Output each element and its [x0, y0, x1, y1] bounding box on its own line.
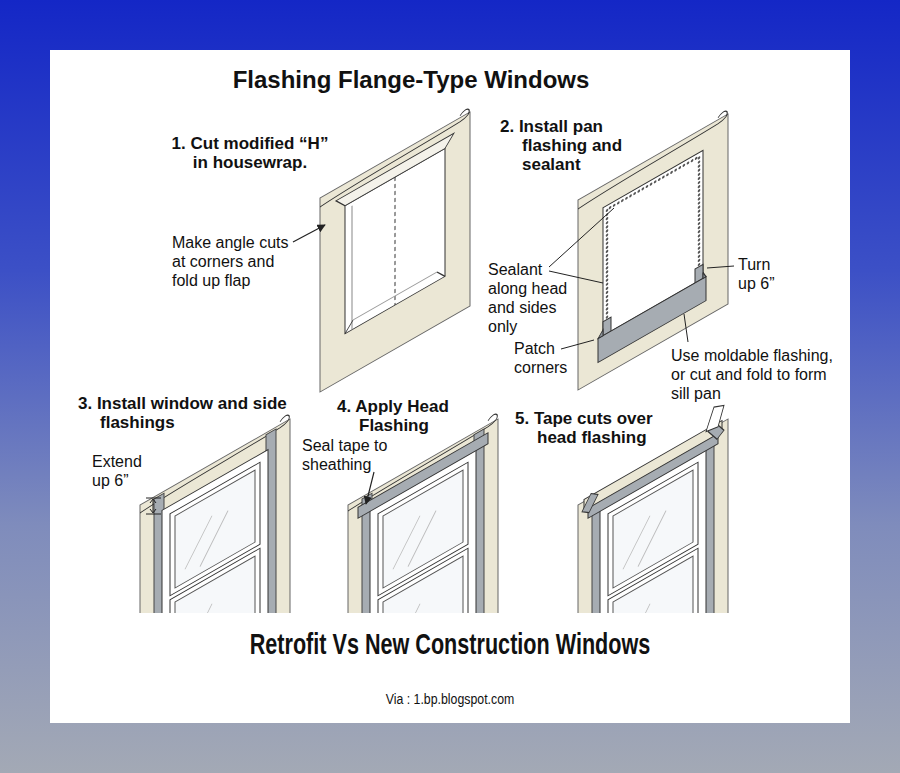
step1-wall: [320, 107, 470, 392]
step5-wall: [582, 490, 598, 517]
dimension-mark: [150, 499, 156, 503]
step-heading: 5. Tape cuts over head flashing: [515, 409, 697, 447]
dimension-mark: [153, 500, 154, 512]
dimension-mark: [146, 514, 161, 515]
diagram-title: Flashing Flange-Type Windows: [150, 66, 672, 94]
leader-line: [684, 314, 688, 342]
leader-line: [561, 340, 594, 349]
step-heading: 4. Apply Head Flashing: [337, 397, 494, 435]
step4-wall: [393, 516, 420, 569]
step5-wall: [623, 516, 650, 569]
leader-line: [707, 266, 734, 268]
step1-wall: [394, 177, 395, 305]
leader-line: [549, 208, 614, 267]
caption-strip: [50, 613, 850, 723]
step5-wall: [706, 401, 724, 433]
step1-wall: [351, 206, 352, 330]
step3-wall: [185, 516, 212, 569]
callout-note: Sealant along head and sides only: [488, 260, 576, 336]
step1-wall: [353, 272, 437, 320]
source-credit: Via : 1.bp.blogspot.com: [54, 690, 846, 708]
callout-note: Make angle cuts at corners and fold up f…: [172, 233, 297, 290]
caption: Retrofit Vs New Construction Windows: [126, 626, 774, 662]
dimension-note: Turn up 6”: [738, 255, 788, 293]
step1-wall: [345, 320, 353, 334]
step1-wall: [320, 112, 470, 392]
dimension-note: Extend up 6”: [92, 452, 148, 490]
step1-wall: [437, 267, 445, 281]
step-heading: 2. Install pan flashing and sealant: [500, 117, 662, 174]
callout-note: Use moldable flashing, or cut and fold t…: [671, 346, 843, 403]
step2-wall: [598, 330, 603, 339]
step2-wall: [703, 271, 706, 279]
callout-note: Seal tape to sheathing: [302, 436, 402, 474]
dimension-mark: [146, 498, 161, 499]
leader-line: [293, 225, 325, 242]
dimension-mark: [146, 498, 161, 514]
callout-note: Patch corners: [514, 339, 580, 377]
step5-wall: [638, 511, 666, 567]
dimension-mark: [150, 509, 156, 513]
leader-line: [366, 472, 374, 504]
step4-wall: [408, 511, 436, 567]
step-heading: 1. Cut modified “H” in housewrap.: [165, 134, 335, 172]
step3-wall: [200, 511, 228, 567]
step-heading: 3. Install window and side flashings: [78, 394, 295, 432]
